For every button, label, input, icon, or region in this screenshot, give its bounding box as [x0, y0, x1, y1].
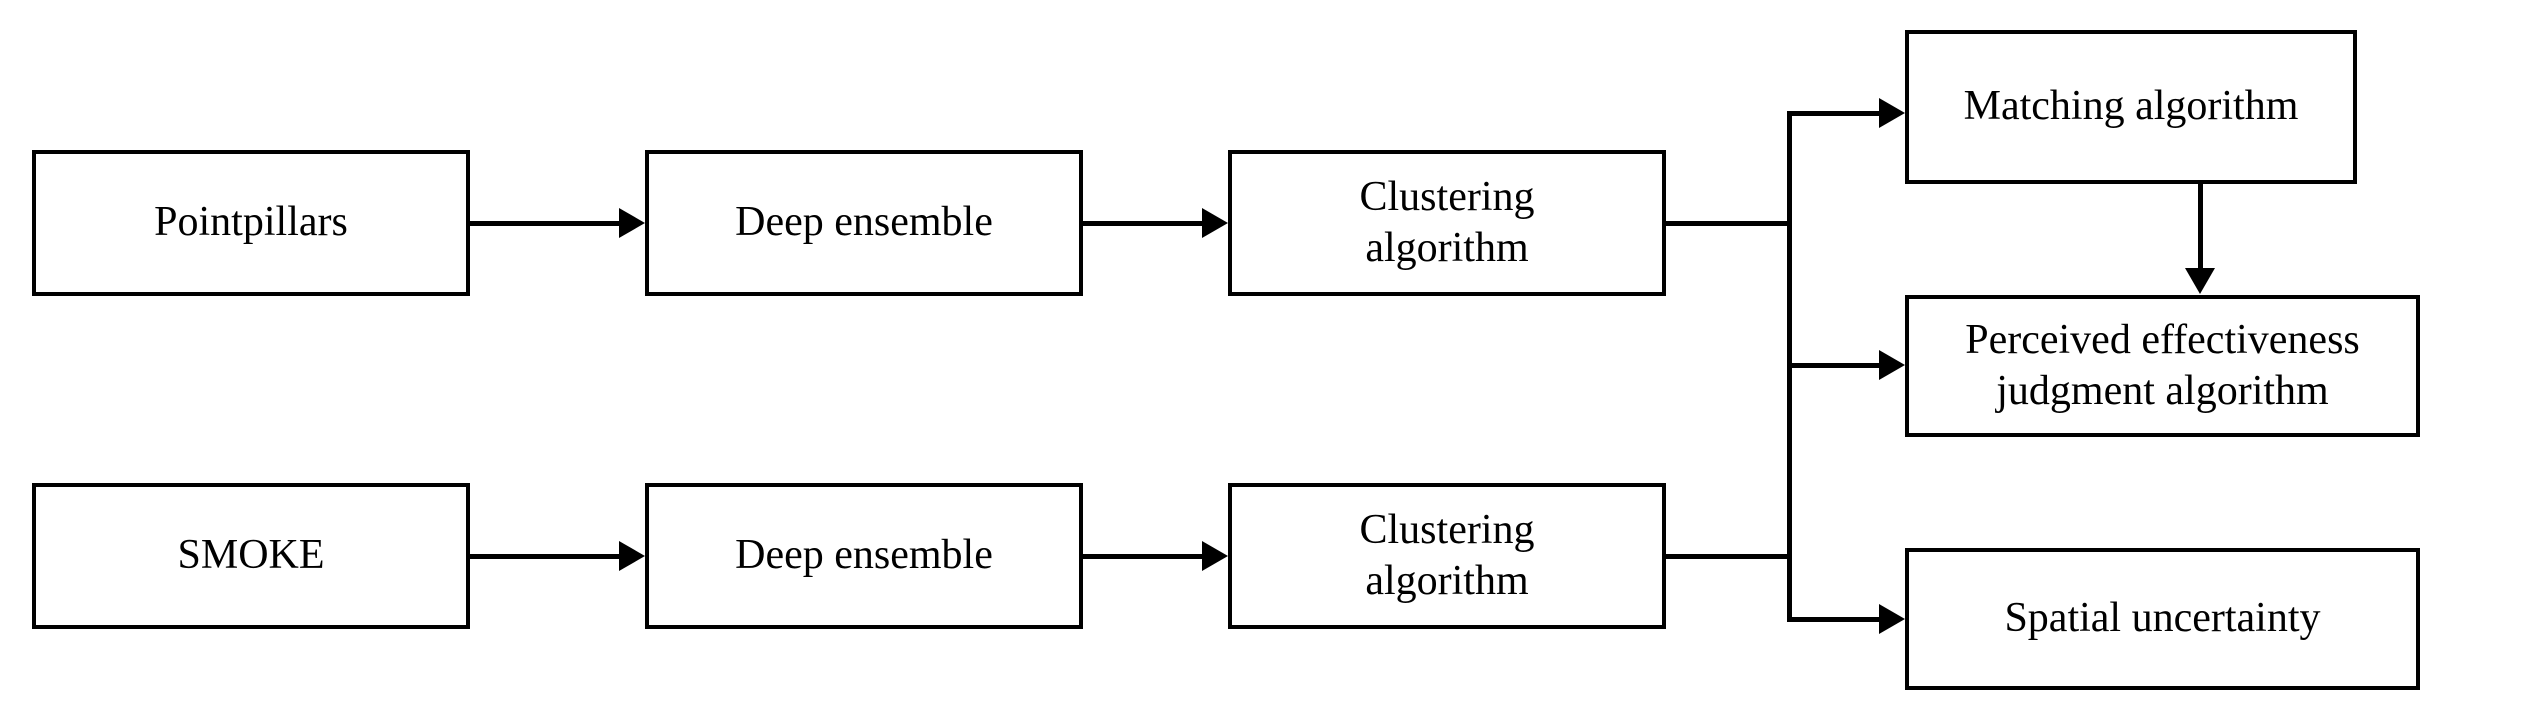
arrowhead-right-icon: [619, 541, 645, 571]
edge-clustering-bottom-to-bus: [1665, 554, 1792, 559]
node-perceived-effectiveness-judgment-algorithm-label: Perceived effectiveness judgment algorit…: [1965, 316, 2360, 414]
edge-bus-to-matching-algorithm: [1787, 111, 1882, 116]
node-perceived-effectiveness-judgment-algorithm[interactable]: Perceived effectiveness judgment algorit…: [1905, 295, 2420, 437]
node-clustering-algorithm-top[interactable]: Clustering algorithm: [1228, 150, 1666, 296]
node-spatial-uncertainty[interactable]: Spatial uncertainty: [1905, 548, 2420, 690]
arrowhead-right-icon: [1879, 98, 1905, 128]
edge-matching-to-perceived: [2198, 184, 2203, 270]
edge-bus-to-perceived-effectiveness: [1787, 363, 1882, 368]
node-deep-ensemble-top-label: Deep ensemble: [735, 199, 993, 246]
arrowhead-right-icon: [1202, 208, 1228, 238]
node-deep-ensemble-bottom-label: Deep ensemble: [735, 532, 993, 579]
arrowhead-down-icon: [2185, 268, 2215, 294]
edge-smoke-to-deep-ensemble: [470, 554, 622, 559]
node-deep-ensemble-top[interactable]: Deep ensemble: [645, 150, 1083, 296]
node-pointpillars[interactable]: Pointpillars: [32, 150, 470, 296]
node-pointpillars-label: Pointpillars: [154, 199, 348, 246]
arrowhead-right-icon: [1879, 604, 1905, 634]
node-clustering-algorithm-bottom[interactable]: Clustering algorithm: [1228, 483, 1666, 629]
edge-bus-to-spatial-uncertainty: [1787, 617, 1882, 622]
node-deep-ensemble-bottom[interactable]: Deep ensemble: [645, 483, 1083, 629]
node-clustering-algorithm-bottom-label: Clustering algorithm: [1359, 506, 1535, 604]
node-smoke-label: SMOKE: [177, 532, 325, 579]
node-clustering-algorithm-top-label: Clustering algorithm: [1359, 173, 1535, 271]
arrowhead-right-icon: [1202, 541, 1228, 571]
node-smoke[interactable]: SMOKE: [32, 483, 470, 629]
edge-clustering-top-to-bus: [1665, 221, 1792, 226]
node-matching-algorithm-label: Matching algorithm: [1963, 83, 2299, 130]
node-matching-algorithm[interactable]: Matching algorithm: [1905, 30, 2357, 184]
edge-deep-ensemble-to-clustering-bottom: [1083, 554, 1203, 559]
node-spatial-uncertainty-label: Spatial uncertainty: [2004, 595, 2321, 642]
edge-deep-ensemble-to-clustering-top: [1083, 221, 1203, 226]
arrowhead-right-icon: [619, 208, 645, 238]
edge-pointpillars-to-deep-ensemble: [470, 221, 622, 226]
arrowhead-right-icon: [1879, 350, 1905, 380]
